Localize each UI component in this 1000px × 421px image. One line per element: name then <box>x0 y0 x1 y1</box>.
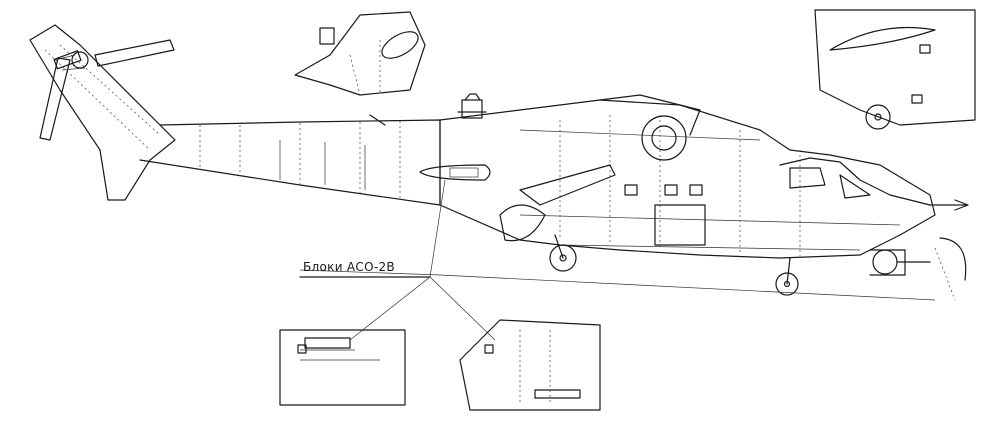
aso-2v-pod <box>419 164 491 181</box>
detail-inset-bottom-left <box>279 329 406 406</box>
fuselage <box>439 93 936 259</box>
gun-turret <box>869 249 931 276</box>
callout-lines <box>299 179 496 341</box>
aso-2v-callout-label: Блоки АСО-2В <box>303 260 395 274</box>
landing-gear <box>299 234 936 301</box>
tail-boom <box>139 114 441 206</box>
cockpit <box>779 157 969 301</box>
detail-inset-bottom-right <box>459 319 601 411</box>
detail-inset-top-right <box>814 9 976 130</box>
tail-fin <box>29 24 176 201</box>
detail-inset-top-left <box>294 11 426 96</box>
